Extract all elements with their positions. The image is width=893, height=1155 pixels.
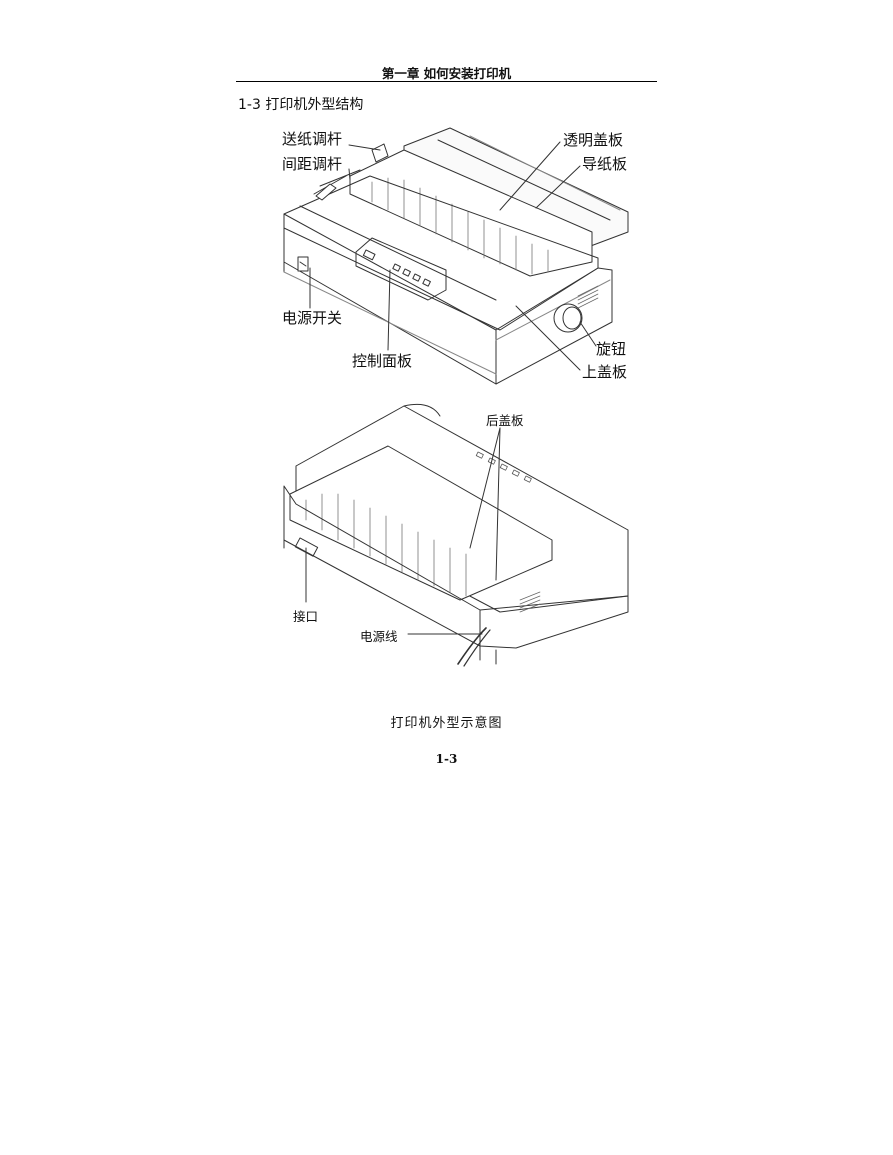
power-cord-label: 电源线 [360, 629, 398, 644]
rear-cover-label: 后盖板 [486, 413, 524, 428]
top-cover-label: 上盖板 [582, 363, 628, 381]
paper-guide-label: 导纸板 [582, 155, 628, 173]
header-divider [236, 81, 657, 82]
power-switch-label: 电源开关 [282, 309, 343, 327]
interface-label: 接口 [293, 609, 319, 624]
transparent-cover-label: 透明盖板 [563, 131, 624, 149]
knob-label: 旋钮 [596, 340, 627, 358]
chapter-header: 第一章 如何安装打印机 [381, 66, 512, 81]
gap-lever-label: 间距调杆 [282, 155, 343, 173]
control-panel-label: 控制面板 [352, 352, 413, 370]
page-number: 1-3 [435, 752, 458, 766]
rear-view-drawing [283, 403, 629, 667]
section-title: 1-3 打印机外型结构 [238, 97, 364, 113]
figure-caption: 打印机外型示意图 [390, 716, 503, 731]
paper-feed-lever-label: 送纸调杆 [282, 130, 343, 148]
front-view-drawing [283, 127, 629, 385]
